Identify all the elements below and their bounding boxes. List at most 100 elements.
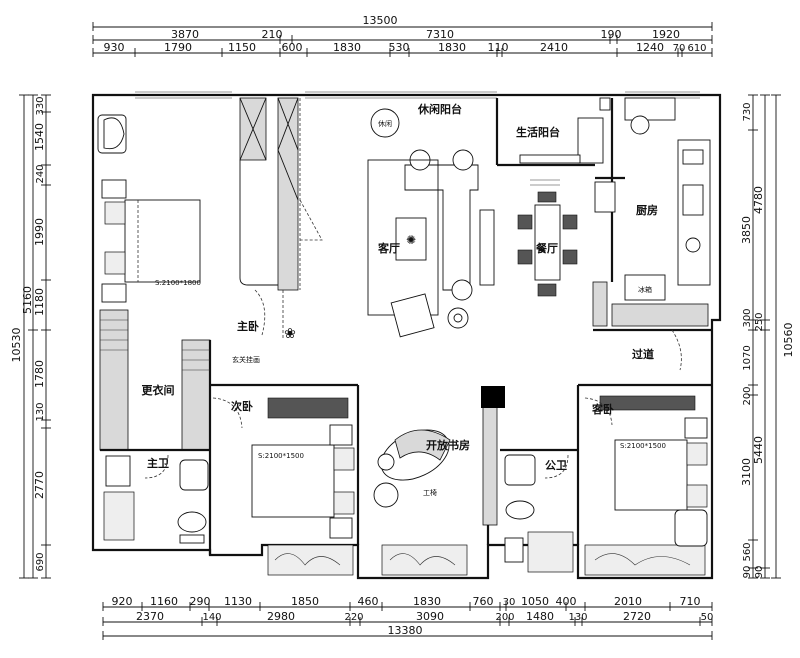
secondary-bedroom-furniture	[251, 397, 355, 539]
dim-left-3-4: 1990	[33, 218, 46, 246]
master-bathroom-fixtures	[103, 455, 209, 544]
living-room-furniture: ✺ ❀	[284, 108, 495, 342]
left-dimension-lines	[19, 94, 51, 579]
dim-top-3-12: 610	[687, 43, 706, 54]
plant-icon: ❀	[284, 326, 296, 342]
dim-top-3-10: 1240	[636, 41, 664, 54]
dim-top-3-2: 1790	[164, 41, 192, 54]
room-label-leisure-balcony: 休闲阳台	[417, 102, 462, 116]
dining-furniture	[517, 179, 578, 297]
dim-bottom-2-2: 140	[202, 612, 221, 623]
dim-right-1-3: 300	[742, 308, 753, 327]
dim-bottom-1-1: 920	[112, 595, 133, 608]
room-label-dining-room: 餐厅	[535, 241, 558, 255]
dim-bottom-1-12: 2010	[614, 595, 642, 608]
coffee-table	[395, 217, 427, 261]
dim-right-2-2: 250	[754, 312, 765, 331]
fridge-label: 冰箱	[638, 285, 652, 294]
dim-top-2-3: 7310	[426, 28, 454, 41]
room-label-walk-in-closet: 更衣间	[142, 383, 175, 397]
dim-top-3-9: 2410	[540, 41, 568, 54]
dim-bottom-2-4: 220	[344, 612, 363, 623]
guest-bedroom-furniture	[599, 395, 708, 547]
dim-bottom-2-7: 1480	[526, 610, 554, 623]
dim-left-3-3: 240	[35, 164, 46, 183]
dim-right-2-3: 5440	[752, 436, 765, 464]
public-bathroom-fixtures	[504, 454, 574, 573]
dim-bottom-1-2: 1160	[150, 595, 178, 608]
dim-right-1-6: 3100	[740, 458, 753, 486]
walk-in-closet-hatch	[100, 319, 210, 371]
dim-right-1-5: 200	[742, 386, 753, 405]
room-label-public-bathroom: 公卫	[545, 459, 567, 472]
dim-right-1-8: 90	[742, 566, 753, 579]
dim-right-1-2: 3850	[740, 216, 753, 244]
room-label-open-study: 开放书房	[426, 438, 470, 452]
guest-bed-size: S:2100*1500	[620, 442, 666, 450]
room-label-master-bedroom: 主卧	[237, 319, 259, 333]
dim-bottom-1-6: 460	[358, 595, 379, 608]
dim-top-overall: 13500	[363, 14, 398, 27]
interior-walls	[99, 97, 712, 555]
leisure-table	[370, 108, 400, 138]
plant-icon: ✺	[406, 233, 416, 247]
dim-top-3-6: 530	[389, 41, 410, 54]
room-label-service-balcony: 生活阳台	[516, 125, 560, 139]
room-label-secondary-bedroom: 次卧	[231, 399, 253, 413]
second-bed	[251, 444, 335, 518]
dim-bottom-2-5: 3090	[416, 610, 444, 623]
dim-bottom-2-3: 2980	[267, 610, 295, 623]
dim-left-3-8: 2770	[33, 471, 46, 499]
master-bed-size: S:2100*1800	[155, 279, 201, 287]
dim-left-overall: 10530	[10, 328, 23, 363]
dim-left-2-1: 5160	[21, 286, 34, 314]
leisure-table-label: 休闲	[378, 119, 392, 128]
dim-right-1-4: 1070	[742, 345, 753, 370]
dim-top-2-4: 190	[601, 28, 622, 41]
dim-top-3-8: 110	[488, 41, 509, 54]
right-dimension-lines	[748, 94, 781, 579]
chair-label: 工椅	[423, 488, 437, 497]
dim-right-2-4: 90	[754, 566, 765, 579]
guest-bed	[614, 439, 688, 511]
dim-bottom-1-13: 710	[680, 595, 701, 608]
dim-bottom-1-5: 1850	[291, 595, 319, 608]
dim-bottom-1-8: 760	[473, 595, 494, 608]
master-bed	[124, 199, 201, 283]
master-bedroom-furniture	[97, 114, 201, 303]
dim-bottom-1-3: 290	[190, 595, 211, 608]
second-bed-size: S:2100*1500	[258, 452, 304, 460]
dim-bottom-2-9: 2720	[623, 610, 651, 623]
dim-top-2-5: 1920	[652, 28, 680, 41]
dim-top-3-5: 1830	[333, 41, 361, 54]
dim-bottom-2-10: 50	[701, 612, 714, 623]
room-label-master-bathroom: 主卫	[147, 456, 169, 470]
dim-right-1-7: 560	[742, 542, 753, 561]
dim-bottom-2-8: 130	[568, 612, 587, 623]
balcony-plants	[267, 544, 706, 576]
dim-bottom-2-6: 200	[495, 612, 514, 623]
dim-top-2-1: 3870	[171, 28, 199, 41]
open-study-furniture	[373, 429, 451, 508]
dim-bottom-1-10: 1050	[521, 595, 549, 608]
dim-left-3-6: 1780	[33, 360, 46, 388]
dim-right-2-1: 4780	[752, 186, 765, 214]
dining-table	[534, 204, 561, 281]
dim-bottom-1-9: 30	[503, 597, 516, 608]
dim-bottom-1-11: 400	[556, 595, 577, 608]
dim-bottom-1-4: 1130	[224, 595, 252, 608]
dim-top-3-1: 930	[104, 41, 125, 54]
door-swings	[144, 199, 682, 479]
entry-hanger-label: 玄关挂画	[232, 355, 260, 364]
dim-bottom-2-1: 2370	[136, 610, 164, 623]
top-dimension-lines	[92, 22, 713, 57]
dim-left-3-9: 690	[35, 552, 46, 571]
dim-top-2-2: 210	[262, 28, 283, 41]
dim-right-1-1: 730	[742, 102, 753, 121]
kitchen-furniture	[519, 97, 711, 301]
dim-left-3-2: 1540	[33, 123, 46, 151]
room-label-kitchen: 厨房	[636, 203, 658, 217]
dim-left-3-1: 330	[35, 96, 46, 115]
room-label-guest-bedroom: 客卧	[591, 402, 614, 416]
